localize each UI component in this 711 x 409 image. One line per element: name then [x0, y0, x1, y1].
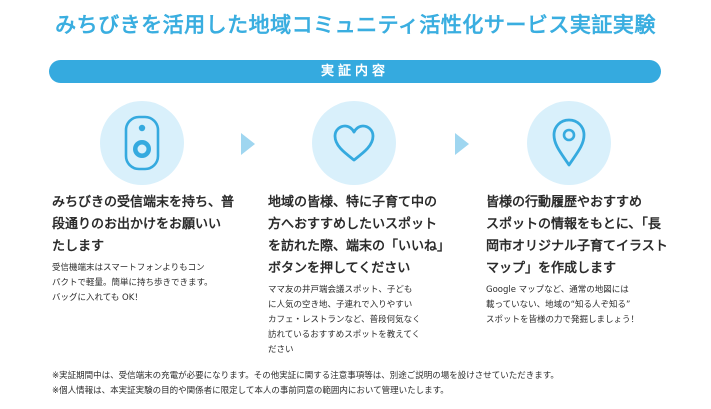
step-2-text: 地域の皆様、特に子育て中の 方へおすすめしたいスポット を訪れた際、端末の「いい… — [268, 192, 473, 358]
step-2-icon-circle — [312, 101, 396, 185]
step-2-sub: ママ友の井戸端会議スポット、子ども に人気の空き地、子連れで入りやすい カフェ・… — [268, 283, 473, 358]
text-line: 方へおすすめしたいスポット — [268, 217, 438, 232]
text-line: 岡市オリジナル子育てイラスト — [486, 239, 668, 254]
text-line: スポットの情報をもとに、「長 — [486, 217, 661, 232]
text-line: 受信機端末はスマートフォンよりもコン — [52, 263, 205, 273]
heart-icon — [333, 124, 375, 162]
text-line: を訪れた際、端末の「いいね」 — [268, 239, 451, 254]
text-line: 載っていない、地域の“知る人ぞ知る” — [486, 300, 631, 310]
footnote: ※実証期間中は、受信端末の充電が必要になります。その他実証に関する注意事項等は、… — [52, 371, 559, 381]
text-line: 皆様の行動履歴やおすすめ — [486, 195, 643, 210]
footnotes: ※実証期間中は、受信端末の充電が必要になります。その他実証に関する注意事項等は、… — [52, 369, 692, 399]
footnote: ※個人情報は、本実証実験の目的や関係者に限定して本人の事前同意の範囲内において管… — [52, 386, 449, 396]
text-line: バッグに入れても OK！ — [52, 293, 143, 303]
text-line: マップ」を作成します — [486, 261, 617, 276]
step-3-sub: Google マップなど、通常の地図には 載っていない、地域の“知る人ぞ知る” … — [486, 283, 696, 328]
receiver-device-icon — [124, 115, 160, 171]
step-3-text: 皆様の行動履歴やおすすめ スポットの情報をもとに、「長 岡市オリジナル子育てイラ… — [486, 192, 696, 328]
page-title: みちびきを活用した地域コミュニティ活性化サービス実証実験 — [55, 13, 656, 37]
step-1-sub: 受信機端末はスマートフォンよりもコン パクトで軽量。簡単に持ち歩きできます。 バ… — [52, 261, 257, 306]
step-3-icon-circle — [527, 101, 611, 185]
text-line: ださい — [268, 345, 294, 355]
text-line: たします — [52, 239, 105, 254]
map-pin-icon — [552, 118, 586, 167]
text-line: カフェ・レストランなど、普段何気なく — [268, 315, 421, 325]
text-line: ボタンを押してください — [268, 261, 411, 276]
step-2-main: 地域の皆様、特に子育て中の 方へおすすめしたいスポット を訪れた際、端末の「いい… — [268, 192, 473, 280]
text-line: スポットを皆様の力で発掘しましょう！ — [486, 315, 640, 325]
text-line: ママ友の井戸端会議スポット、子ども — [268, 285, 413, 295]
step-1-main: みちびきの受信端末を持ち、普 段通りのお出かけをお願いい たします — [52, 192, 257, 258]
section-banner: 実証内容 — [49, 60, 661, 83]
text-line: 段通りのお出かけをお願いい — [52, 217, 222, 232]
text-line: パクトで軽量。簡単に持ち歩きできます。 — [52, 278, 213, 288]
text-line: に人気の空き地、子連れで入りやすい — [268, 300, 413, 310]
step-arrow-1 — [241, 133, 255, 155]
text-line: みちびきの受信端末を持ち、普 — [52, 195, 235, 210]
step-3-main: 皆様の行動履歴やおすすめ スポットの情報をもとに、「長 岡市オリジナル子育てイラ… — [486, 192, 696, 280]
step-1-text: みちびきの受信端末を持ち、普 段通りのお出かけをお願いい たします 受信機端末は… — [52, 192, 257, 306]
text-line: Google マップなど、通常の地図には — [486, 285, 629, 295]
text-line: 訪れているおすすめスポットを教えてく — [268, 330, 421, 340]
step-1-icon-circle — [100, 101, 184, 185]
step-arrow-2 — [455, 133, 469, 155]
text-line: 地域の皆様、特に子育て中の — [268, 195, 438, 210]
